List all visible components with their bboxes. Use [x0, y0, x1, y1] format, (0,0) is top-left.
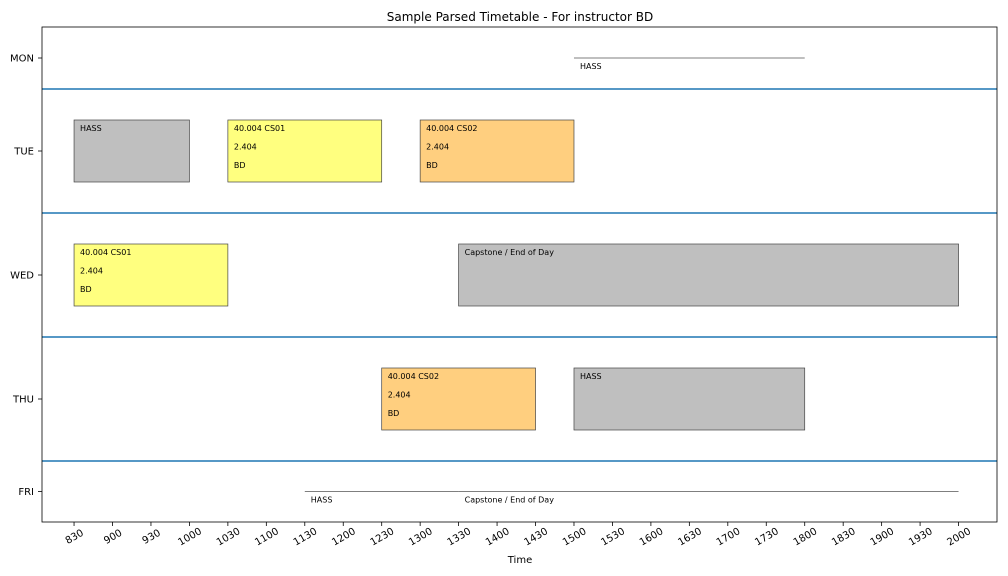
x-axis-label: Time [507, 555, 532, 566]
event-label: 40.004 CS02 [426, 124, 477, 133]
x-tick-label: 1130 [292, 526, 320, 548]
event-label: BD [80, 285, 92, 294]
event-label: HASS [80, 124, 102, 133]
event-box [573, 367, 806, 431]
x-tick-label: 1330 [446, 526, 474, 548]
y-tick-label: FRI [18, 487, 34, 498]
x-tick-label: 900 [102, 528, 124, 547]
x-tick-label: 1830 [830, 526, 858, 548]
event-label: 2.404 [388, 391, 411, 400]
event-label: HASS [580, 62, 602, 71]
x-tick-label: 1600 [638, 526, 666, 548]
x-tick-label: 1700 [715, 526, 743, 548]
x-tick-label: 1400 [484, 526, 512, 548]
event-box [73, 119, 190, 183]
event-box [73, 243, 229, 307]
x-tick-label: 1800 [792, 526, 820, 548]
x-tick-label: 1530 [599, 526, 627, 548]
event-label: BD [426, 161, 438, 170]
event-label: BD [234, 161, 246, 170]
event-label: BD [388, 409, 400, 418]
event-box [419, 119, 575, 183]
x-tick-label: 930 [141, 528, 163, 547]
y-tick-label: WED [10, 271, 34, 282]
x-tick-label: 1930 [907, 526, 935, 548]
event-label: Capstone / End of Day [465, 248, 555, 257]
x-tick-label: 830 [64, 528, 86, 547]
event-label: Capstone / End of Day [465, 496, 555, 505]
x-tick-label: 1100 [253, 526, 281, 548]
event-label: 40.004 CS01 [80, 248, 131, 257]
x-tick-label: 1300 [407, 526, 435, 548]
event-box [227, 119, 383, 183]
chart-title: Sample Parsed Timetable - For instructor… [387, 10, 653, 24]
x-tick-label: 1630 [676, 526, 704, 548]
event-box [458, 243, 959, 307]
event-label: 40.004 CS02 [388, 372, 439, 381]
x-tick-label: 1230 [369, 526, 397, 548]
y-tick-label: MON [10, 54, 34, 65]
x-tick-label: 2000 [946, 526, 974, 548]
event-label: HASS [311, 496, 333, 505]
event-label: 2.404 [426, 143, 449, 152]
y-tick-label: THU [12, 395, 34, 406]
event-label: 40.004 CS01 [234, 124, 285, 133]
x-tick-label: 1430 [523, 526, 551, 548]
plot-frame [41, 26, 998, 523]
y-tick-label: TUE [13, 147, 34, 158]
x-tick-label: 1900 [869, 526, 897, 548]
x-tick-label: 1000 [176, 526, 204, 548]
x-tick-label: 1030 [215, 526, 243, 548]
event-label: 2.404 [234, 143, 257, 152]
x-tick-label: 1500 [561, 526, 589, 548]
x-tick-label: 1200 [330, 526, 358, 548]
x-tick-label: 1730 [753, 526, 781, 548]
event-label: HASS [580, 372, 602, 381]
event-box [381, 367, 536, 431]
event-label: 2.404 [80, 267, 103, 276]
